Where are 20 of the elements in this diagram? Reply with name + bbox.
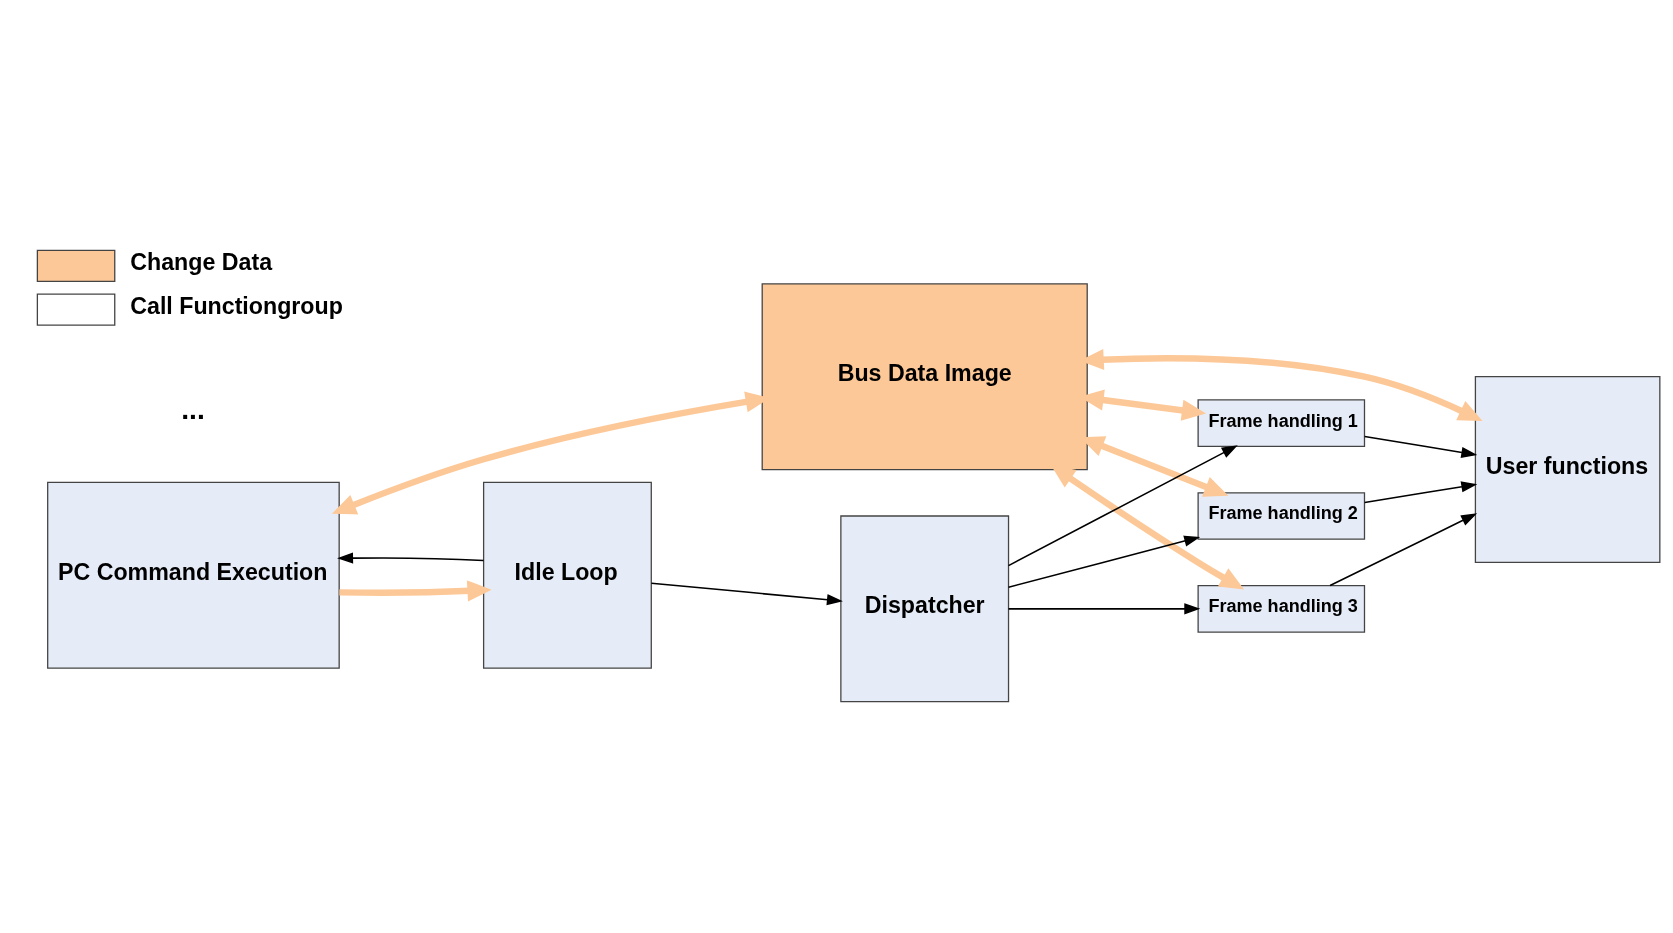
node-box: Bus Data Image xyxy=(761,282,1088,470)
arrow xyxy=(338,579,492,601)
node-box: Frame handling 2 xyxy=(1196,491,1365,540)
node-box: Dispatcher xyxy=(839,514,1009,702)
arrow xyxy=(1363,435,1477,458)
arrow xyxy=(1007,602,1200,614)
node-box: Frame handling 3 xyxy=(1196,584,1365,633)
arrow xyxy=(1007,444,1238,566)
label: ... xyxy=(180,392,205,425)
node-box: Frame handling 1 xyxy=(1196,398,1365,447)
legend-label: Call Functiongroup xyxy=(129,292,343,319)
arrow xyxy=(336,552,484,564)
arrow xyxy=(1007,535,1200,588)
arrow xyxy=(1363,480,1477,503)
node-box: User functions xyxy=(1474,375,1660,563)
arrow xyxy=(1328,512,1477,586)
node-box: Idle Loop xyxy=(482,481,652,669)
arrow xyxy=(650,581,843,605)
node-box: PC Command Execution xyxy=(46,481,340,669)
legend-label: Change Data xyxy=(129,248,272,275)
